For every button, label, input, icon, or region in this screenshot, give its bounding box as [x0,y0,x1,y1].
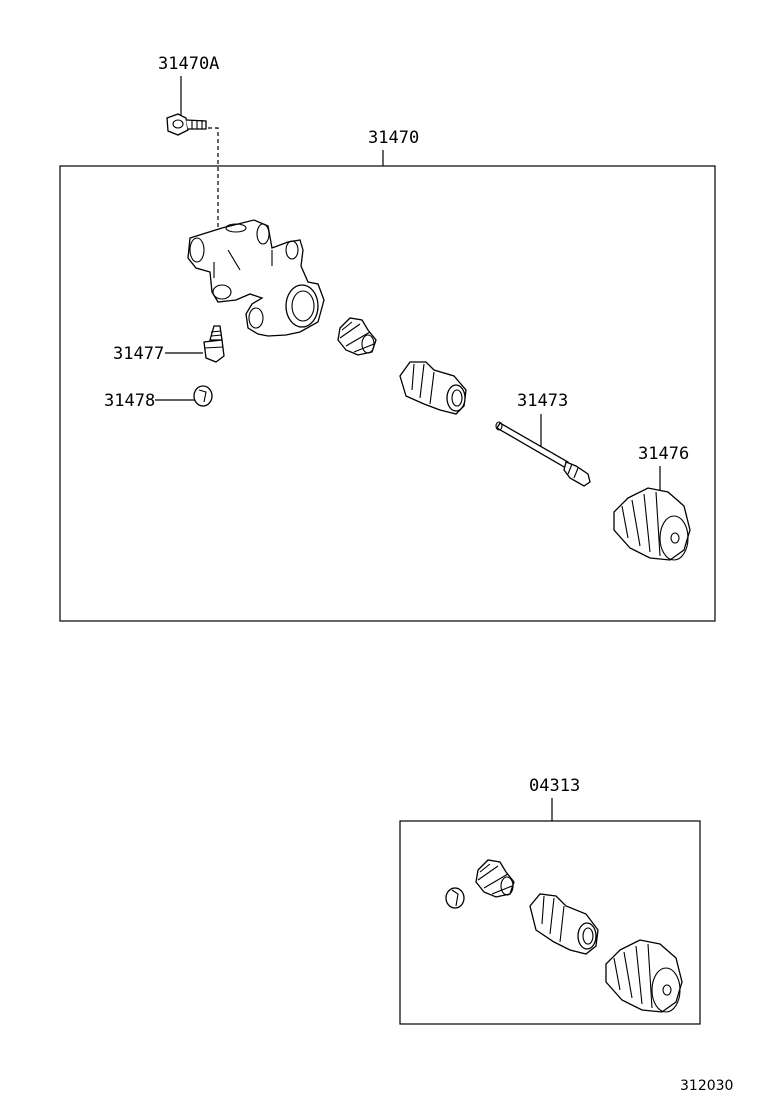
push-rod-part [495,421,591,487]
label-04313: 04313 [529,776,580,796]
kit-cap-part [445,887,465,909]
label-31477: 31477 [113,344,164,364]
assembly-frame [59,165,716,622]
bleeder-bolt-part [166,113,207,136]
bolt-dash-line [208,127,219,232]
kit-cup-seal-part [475,859,515,898]
boot-part [613,487,691,561]
figure-reference: 312030 [680,1078,733,1094]
label-31476: 31476 [638,444,689,464]
label-31470a: 31470A [158,54,219,74]
cap-part [193,385,213,407]
kit-boot-part [605,939,683,1013]
bleeder-plug-part [203,325,225,363]
cylinder-body-part [187,219,325,337]
label-31478: 31478 [104,391,155,411]
label-31470: 31470 [368,128,419,148]
label-31473: 31473 [517,391,568,411]
cup-seal-part [337,317,377,356]
piston-part [399,361,467,415]
kit-piston-part [529,893,599,955]
kit-frame [399,820,701,1025]
